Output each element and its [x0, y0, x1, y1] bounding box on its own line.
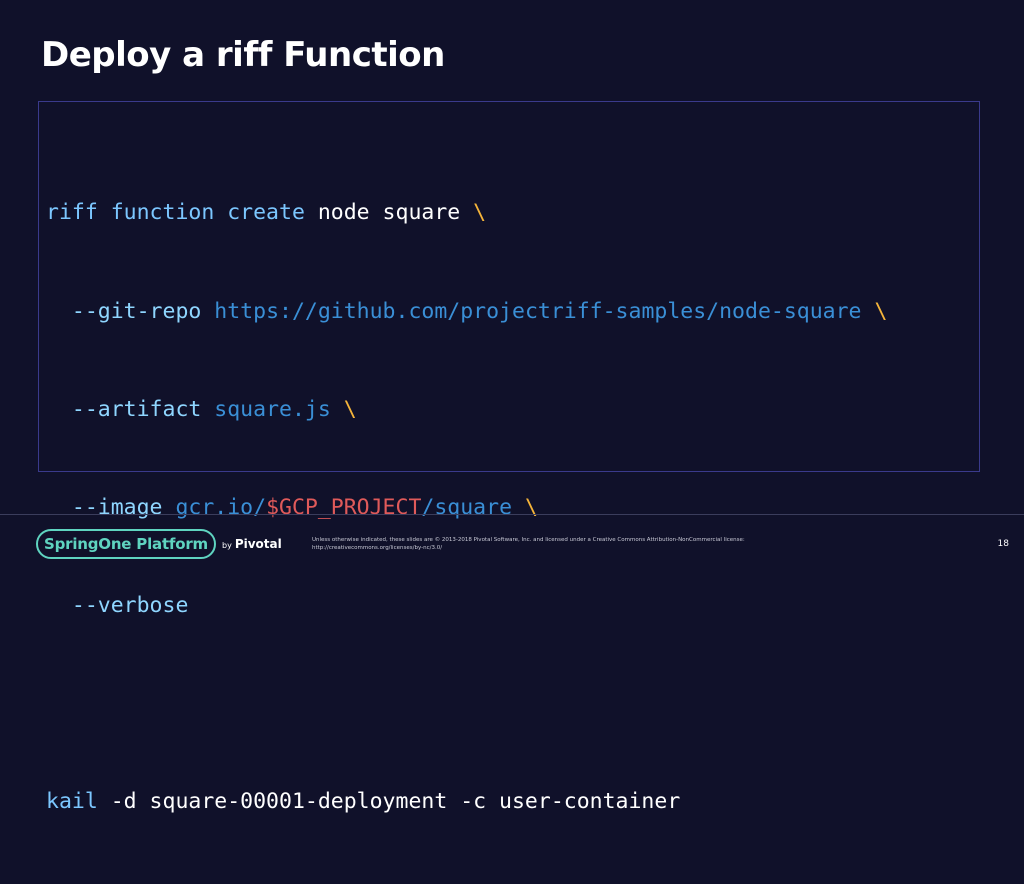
- argument-token: node square: [304, 200, 474, 226]
- value-token: square.js: [201, 396, 344, 422]
- flag-token: --verbose: [71, 592, 189, 618]
- license-notice: Unless otherwise indicated, these slides…: [312, 536, 782, 552]
- line-continuation: \: [473, 200, 487, 226]
- indent: [46, 397, 72, 422]
- argument-token: -d square-00001-deployment -c user-conta…: [97, 788, 681, 814]
- pivotal-text: Pivotal: [234, 537, 282, 551]
- footer-divider: [0, 514, 1024, 515]
- flag-token: --git-repo: [71, 298, 202, 324]
- indent: [46, 299, 72, 324]
- logo-text: SpringOne Platform: [43, 535, 208, 553]
- value-token: https://github.com/projectriff-samples/n…: [201, 298, 875, 324]
- slide-title: Deploy a riff Function: [41, 35, 445, 75]
- code-line-6-blank: [46, 688, 887, 721]
- indent: [46, 495, 72, 520]
- command-token: riff function create: [46, 200, 305, 226]
- license-url: http://creativecommons.org/licenses/by-n…: [312, 545, 443, 551]
- code-line-2: --git-repo https://github.com/projectrif…: [46, 296, 888, 329]
- code-line-4: --image gcr.io/$GCP_PROJECT/square \: [46, 492, 887, 525]
- springone-platform-logo: SpringOne Platform: [36, 529, 216, 559]
- line-continuation: \: [874, 298, 888, 324]
- code-line-1: riff function create node square \: [46, 197, 887, 230]
- code-line-5: --verbose: [46, 590, 887, 623]
- page-number: 18: [997, 539, 1009, 549]
- by-text: by: [222, 541, 232, 550]
- license-text: Unless otherwise indicated, these slides…: [312, 537, 745, 543]
- code-line-7: kail -d square-00001-deployment -c user-…: [46, 786, 887, 819]
- line-continuation: \: [343, 396, 357, 422]
- code-line-3: --artifact square.js \: [46, 394, 887, 427]
- flag-token: --artifact: [71, 396, 202, 422]
- indent: [46, 593, 72, 618]
- code-content: riff function create node square \ --git…: [46, 132, 887, 884]
- value-token: /square: [421, 494, 525, 520]
- variable-token: $GCP_PROJECT: [266, 494, 422, 520]
- code-block: riff function create node square \ --git…: [38, 101, 980, 814]
- value-token: gcr.io/: [162, 494, 267, 520]
- flag-token: --image: [71, 494, 163, 520]
- command-token: kail: [46, 788, 98, 814]
- line-continuation: \: [524, 494, 538, 520]
